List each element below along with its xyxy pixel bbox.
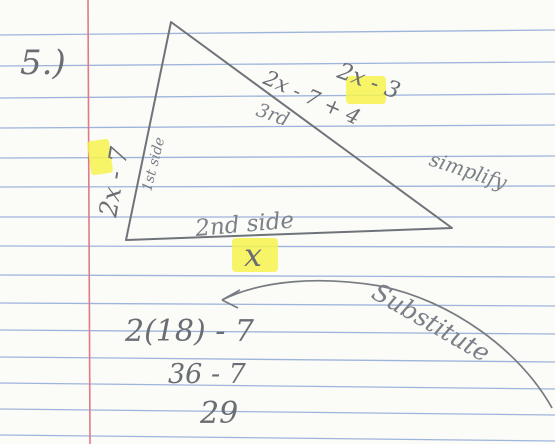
highlight-left-x xyxy=(87,139,113,175)
first-side-group: 1st side xyxy=(139,136,168,193)
bottom-side-variable: x xyxy=(244,236,262,274)
triangle-figure xyxy=(125,21,453,241)
simplify-note: simplify xyxy=(426,147,510,195)
substitute-label: Substitute xyxy=(367,277,495,368)
substitute-arrow xyxy=(221,279,553,409)
first-side-note: 1st side xyxy=(139,136,168,193)
highlight-bottom-x xyxy=(232,238,278,272)
margin-line xyxy=(87,0,91,444)
work-line-1: 2(18) - 7 xyxy=(124,314,255,349)
problem-number: 5.) xyxy=(20,43,66,83)
substitute-group: Substitute xyxy=(367,277,495,368)
work-line-2: 36 - 7 xyxy=(168,359,247,390)
simplify-group: simplify xyxy=(426,147,510,195)
ruled-lines xyxy=(0,29,555,442)
work-line-3: 29 xyxy=(199,396,238,431)
arrow-head-icon xyxy=(221,289,241,309)
highlight-right-x xyxy=(346,76,386,104)
